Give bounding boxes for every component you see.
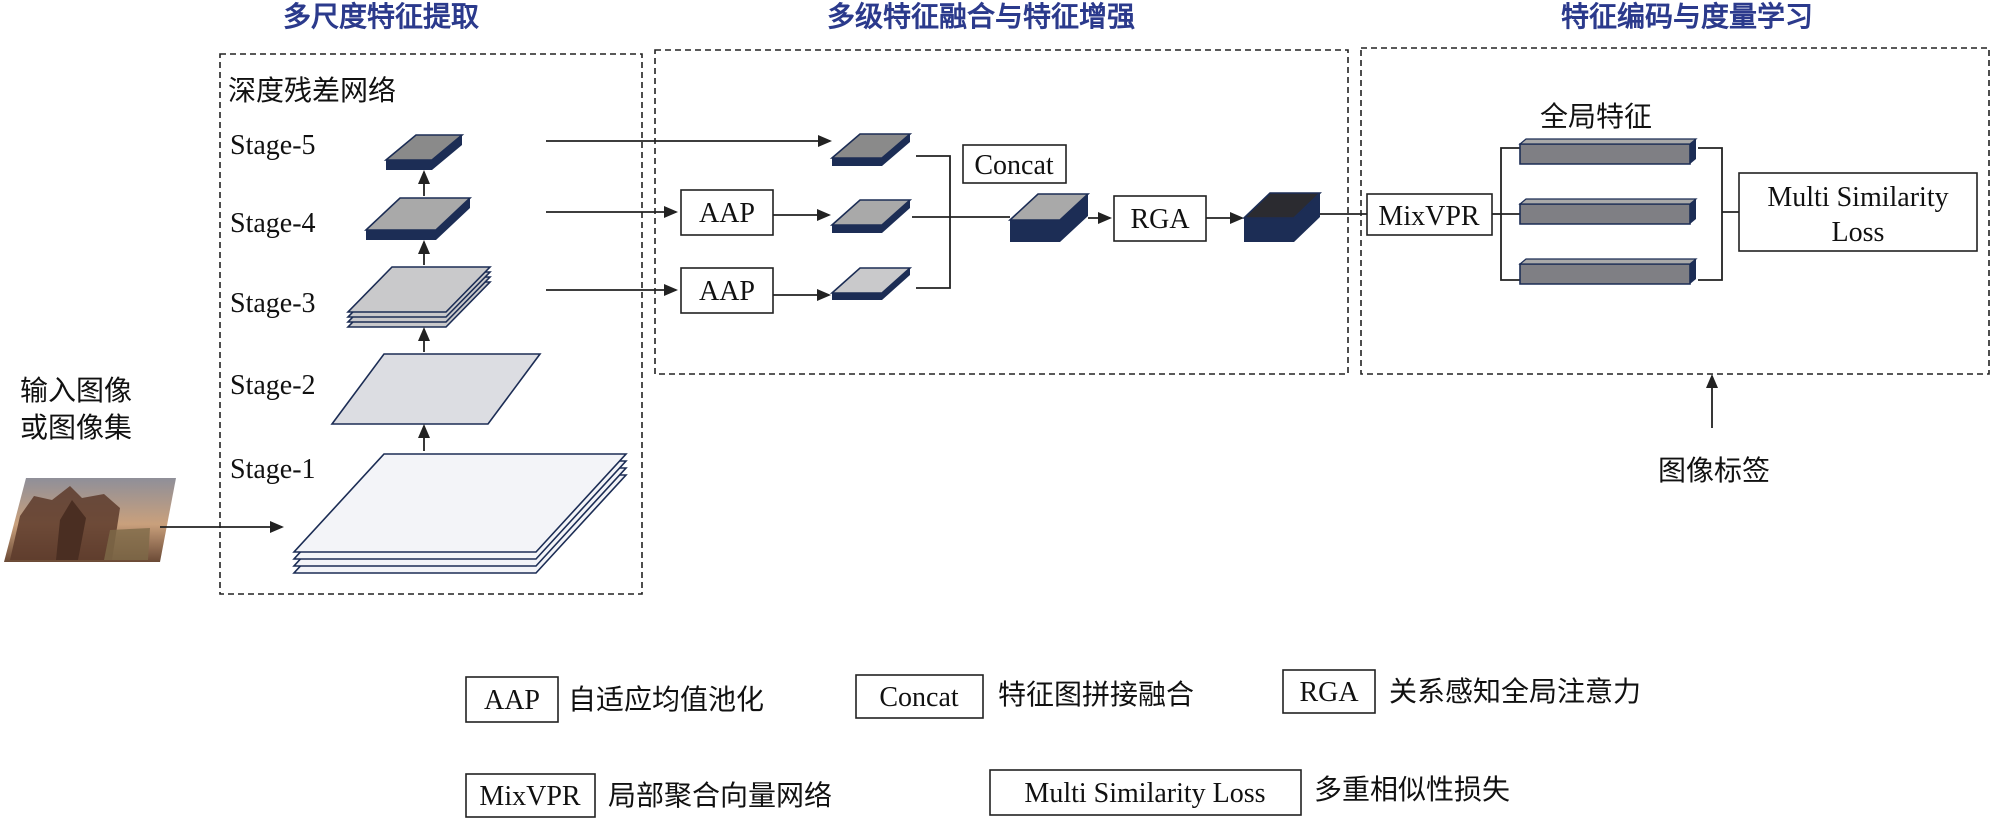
loss-label-line2: Loss xyxy=(1832,217,1885,248)
concat-bracket xyxy=(916,155,951,289)
legend-mixvpr-desc: 局部聚合向量网络 xyxy=(608,779,832,812)
legend: AAP 自适应均值池化 Concat 特征图拼接融合 RGA 关系感知全局注意力… xyxy=(465,669,1641,818)
stage-5-feature-map xyxy=(383,134,465,170)
concat-label: Concat xyxy=(974,150,1054,181)
heading-encoding: 特征编码与度量学习 xyxy=(1561,0,1813,33)
fusion-map-stage5 xyxy=(829,133,913,166)
global-feature-bar-3 xyxy=(1518,258,1698,285)
rga-label: RGA xyxy=(1130,204,1190,235)
concat-box xyxy=(962,144,1067,184)
stage-2-feature-map xyxy=(330,353,542,425)
global-feature-title: 全局特征 xyxy=(1540,100,1652,133)
legend-loss-abbr: Multi Similarity Loss xyxy=(1024,778,1265,809)
global-feature-bar-2 xyxy=(1518,198,1698,225)
aap-box-bottom xyxy=(680,267,774,314)
stage-1-feature-map xyxy=(292,453,628,574)
fusion-map-stage3 xyxy=(829,267,913,300)
legend-aap-abbr: AAP xyxy=(484,685,540,716)
loss-box xyxy=(1738,172,1978,252)
legend-aap-box xyxy=(465,676,559,723)
legend-loss-box xyxy=(989,769,1302,816)
stage-label-2: Stage-2 xyxy=(230,370,316,401)
fusion-map-stage4 xyxy=(829,199,913,233)
input-label-line1: 输入图像 xyxy=(20,374,132,407)
legend-rga-desc: 关系感知全局注意力 xyxy=(1389,675,1641,708)
stage-label-3: Stage-3 xyxy=(230,288,316,319)
stage-label-5: Stage-5 xyxy=(230,130,316,161)
stage-3-feature-map xyxy=(346,266,492,328)
mixvpr-box xyxy=(1366,193,1493,236)
heading-extraction: 多尺度特征提取 xyxy=(283,0,479,33)
extraction-frame xyxy=(219,53,643,595)
stage-label-1: Stage-1 xyxy=(230,454,316,485)
rga-box xyxy=(1113,195,1207,242)
encoding-frame xyxy=(1360,47,1990,375)
legend-loss-desc: 多重相似性损失 xyxy=(1314,773,1510,806)
legend-aap-desc: 自适应均值池化 xyxy=(568,683,764,716)
enhanced-feature-cube xyxy=(1242,192,1322,242)
legend-mixvpr-abbr: MixVPR xyxy=(479,781,580,812)
image-label: 图像标签 xyxy=(1658,454,1770,487)
concat-feature-cube xyxy=(1007,193,1091,242)
input-image-thumbnail xyxy=(4,478,176,562)
global-feature-right-bracket xyxy=(1698,147,1723,281)
legend-concat-abbr: Concat xyxy=(879,682,959,713)
stage-label-4: Stage-4 xyxy=(230,208,316,239)
global-feature-bar-1 xyxy=(1518,138,1698,165)
legend-rga-box xyxy=(1282,669,1376,714)
stage-4-feature-map xyxy=(363,197,473,240)
legend-rga-abbr: RGA xyxy=(1299,677,1359,708)
input-label-line2: 或图像集 xyxy=(20,411,132,444)
aap-box-top xyxy=(680,189,774,236)
legend-concat-box xyxy=(855,674,984,719)
mixvpr-label: MixVPR xyxy=(1378,201,1479,232)
loss-label-line1: Multi Similarity xyxy=(1767,182,1948,213)
legend-concat-desc: 特征图拼接融合 xyxy=(998,678,1194,711)
backbone-title: 深度残差网络 xyxy=(228,74,396,107)
aap-label-bottom: AAP xyxy=(699,276,755,307)
heading-fusion: 多级特征融合与特征增强 xyxy=(827,0,1135,33)
legend-mixvpr-box xyxy=(465,773,596,818)
aap-label-top: AAP xyxy=(699,198,755,229)
